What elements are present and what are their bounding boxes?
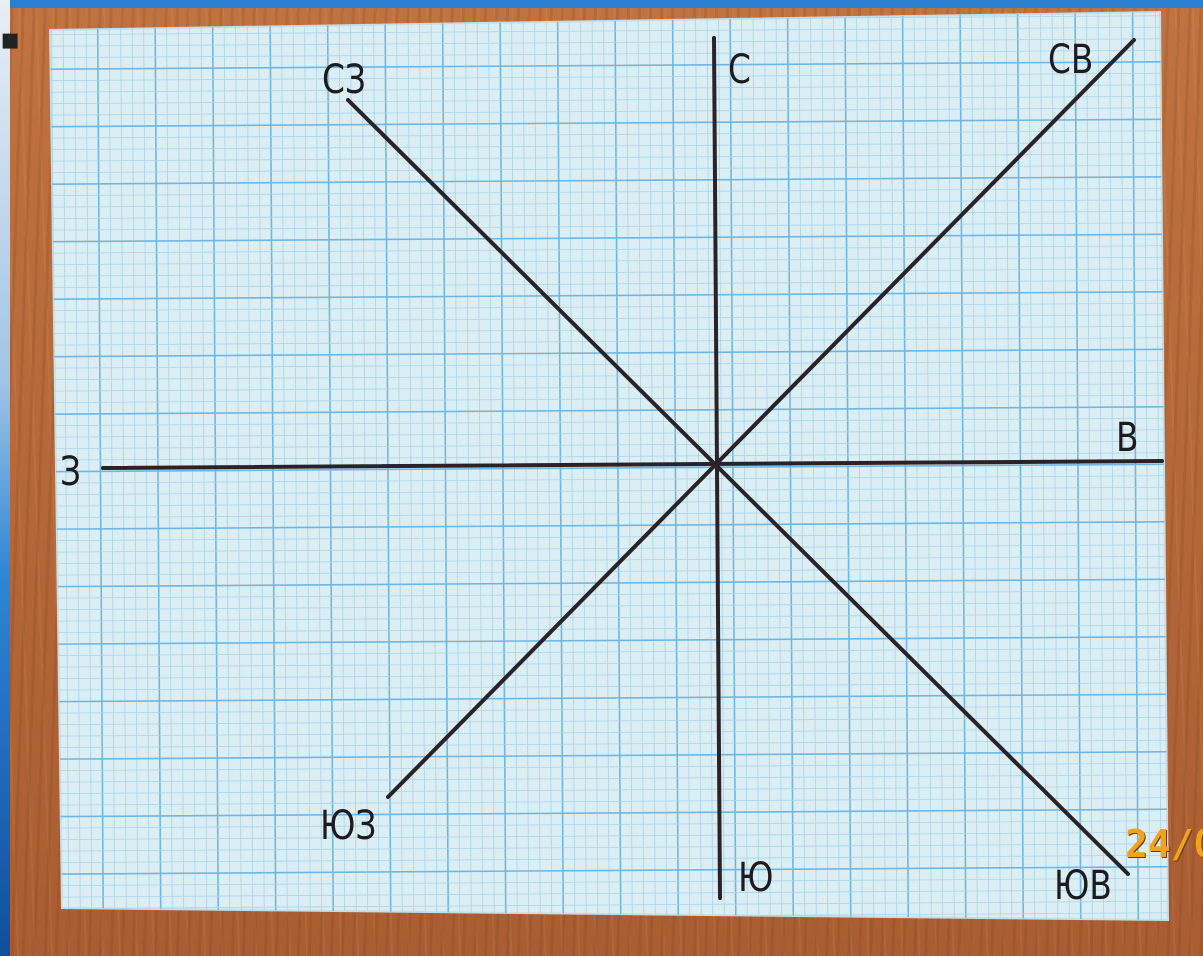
grid-line-horizontal bbox=[0, 924, 1203, 932]
grid-line-horizontal bbox=[0, 4, 1203, 12]
grid-line-vertical bbox=[40, 0, 46, 956]
label-west: З bbox=[60, 452, 81, 492]
label-southwest: ЮЗ bbox=[320, 806, 376, 846]
label-south: Ю bbox=[738, 858, 773, 898]
label-north: С bbox=[728, 50, 751, 90]
label-northeast: СВ bbox=[1048, 40, 1093, 80]
label-southeast: ЮВ bbox=[1054, 866, 1112, 906]
label-east: В bbox=[1116, 418, 1139, 458]
photo-datestamp: 24/0 bbox=[1125, 822, 1203, 866]
label-northwest: СЗ bbox=[322, 60, 366, 100]
